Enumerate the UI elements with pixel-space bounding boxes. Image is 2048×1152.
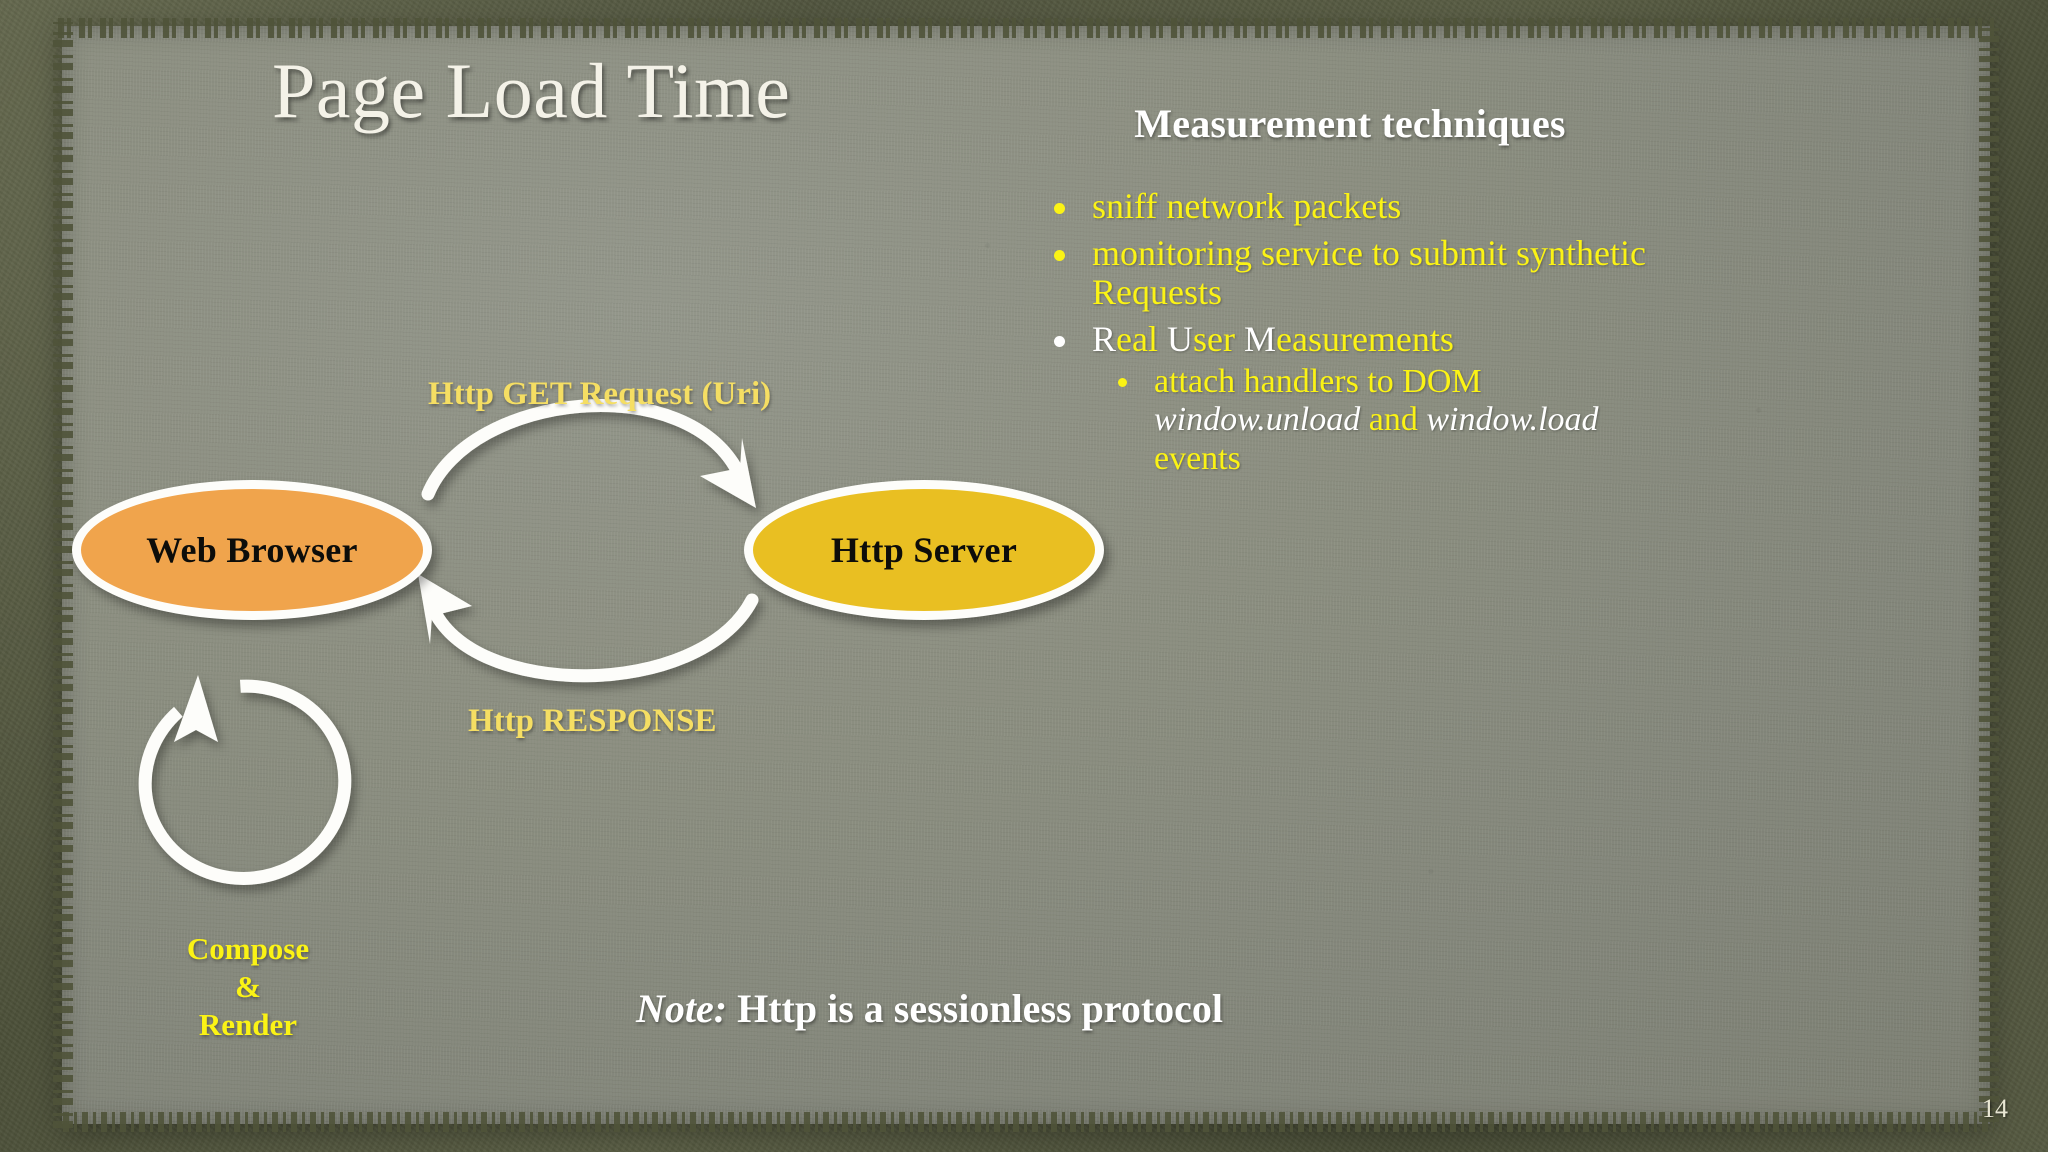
torn-edge-right [1979, 22, 1999, 1128]
bullet-dot-icon [1054, 203, 1065, 214]
node-web-browser[interactable]: Web Browser [72, 480, 432, 620]
bullet-dot-icon [1118, 377, 1127, 387]
list-item: monitoring service to submit synthetic R… [1030, 232, 1670, 312]
run-u: U [1166, 318, 1193, 359]
run-r: R [1092, 318, 1117, 359]
render-line: Render [198, 1006, 298, 1042]
edge-label-compose-render: Compose & Render [120, 930, 376, 1043]
note-prefix: Note: [636, 986, 728, 1031]
slide-page-number: 14 [1982, 1094, 2008, 1123]
torn-edge-bottom [58, 1112, 1994, 1132]
list-item: sniff network packets [1030, 187, 1670, 226]
node-label: Web Browser [146, 530, 358, 570]
slide-title: Page Load Time [272, 47, 791, 134]
node-http-server[interactable]: Http Server [744, 480, 1104, 620]
list-item: Real User Measurements attach handlers t… [1030, 319, 1670, 479]
torn-edge-top [58, 18, 1994, 38]
list-item-label: sniff network packets [1092, 186, 1402, 226]
measurement-techniques-panel: Measurement techniques sniff network pac… [1030, 100, 1670, 487]
measurement-techniques-heading: Measurement techniques [1134, 101, 1566, 146]
run-easurements: easurements [1275, 318, 1454, 359]
edge-label-http-response: Http RESPONSE [468, 703, 717, 739]
edge-label-http-get-request: Http GET Request (Uri) [428, 376, 772, 412]
compose-line: Compose [186, 931, 310, 966]
bullet-dot-icon [1054, 335, 1065, 347]
torn-edge-left [53, 22, 73, 1128]
run-window-unload: window.unload [1154, 401, 1361, 439]
run-attach: attach handlers to DOM [1154, 362, 1482, 400]
note-text: Note: Http is a sessionless protocol [636, 985, 1223, 1032]
sub-bullet-list: attach handlers to DOM window.unload and… [1092, 363, 1670, 479]
run-m: M [1243, 318, 1276, 359]
run-ser: ser [1192, 318, 1244, 359]
sub-list-item: attach handlers to DOM window.unload and… [1092, 363, 1670, 479]
ampersand-line: & [235, 968, 261, 1004]
sub-list-item-label: attach handlers to DOM window.unload and… [1154, 363, 1599, 478]
run-events: events [1154, 440, 1241, 477]
bullet-dot-icon [1054, 249, 1065, 261]
run-eal: eal [1116, 318, 1167, 359]
measurement-techniques-list: sniff network packets monitoring service… [1030, 187, 1670, 479]
list-item-label: monitoring service to submit synthetic R… [1092, 232, 1646, 312]
list-item-label: Real User Measurements [1092, 319, 1454, 359]
run-and: and [1360, 401, 1427, 439]
note-body: Http is a sessionless protocol [727, 986, 1224, 1031]
run-window-load: window.load [1426, 401, 1599, 439]
node-label: Http Server [830, 530, 1018, 570]
